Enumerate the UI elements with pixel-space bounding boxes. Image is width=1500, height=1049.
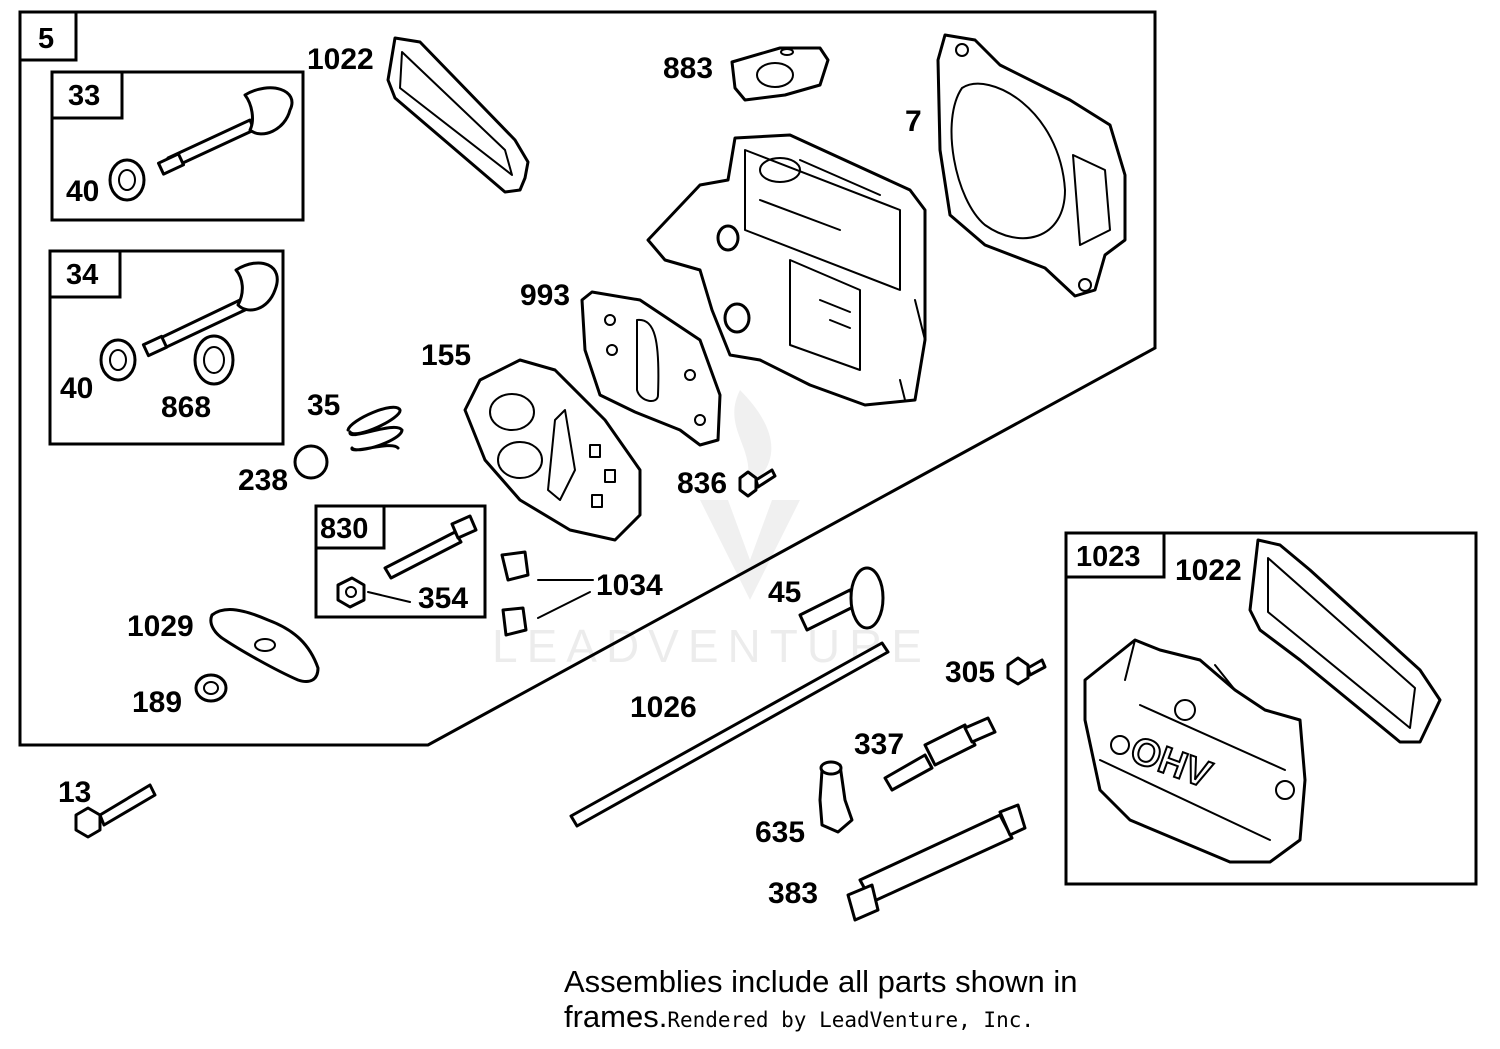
- push-rod-retainer-icon: [500, 550, 594, 637]
- frame-1023-label: 1023: [1076, 541, 1141, 573]
- valve-spring-icon: [346, 405, 404, 452]
- head-bolt-icon: [74, 783, 157, 839]
- callout-836: 836: [677, 467, 727, 500]
- frame-830: [314, 504, 487, 619]
- callout-305: 305: [945, 656, 995, 689]
- callout-883: 883: [663, 52, 713, 85]
- rocker-arm-nut-icon: [194, 673, 228, 703]
- callout-383: 383: [768, 877, 818, 910]
- callout-35: 35: [307, 389, 340, 422]
- callout-40: 40: [66, 175, 99, 208]
- callout-189: 189: [132, 686, 182, 719]
- spark-plug-boot-icon: [818, 760, 854, 834]
- callout-635: 635: [755, 816, 805, 849]
- callout-7: 7: [905, 105, 922, 138]
- frame-830-label: 830: [320, 513, 368, 545]
- footnote: Assemblies include all parts shown in fr…: [564, 964, 1184, 1038]
- callout-1034: 1034: [596, 569, 663, 602]
- valve-cap-icon: [293, 444, 329, 480]
- screw-icon: [738, 468, 777, 498]
- frame-1023: [1064, 531, 1478, 886]
- ignition-wire-icon: [846, 803, 1027, 922]
- footnote-text: Assemblies include all parts shown in fr…: [564, 964, 1078, 1034]
- callout-13: 13: [58, 776, 91, 809]
- push-rod-icon: [569, 641, 890, 828]
- frame-5: [18, 10, 1157, 747]
- callout-40: 40: [60, 372, 93, 405]
- cylinder-head-gasket-icon: [936, 33, 1127, 298]
- callout-238: 238: [238, 464, 288, 497]
- rocker-cover-gasket-icon: [386, 36, 530, 194]
- callout-155: 155: [421, 339, 471, 372]
- callout-868: 868: [161, 391, 211, 424]
- callout-354: 354: [418, 582, 468, 615]
- carburetor-gasket-icon: [730, 46, 830, 102]
- valve-seal-icon: [193, 334, 235, 386]
- callout-1022: 1022: [307, 43, 374, 76]
- tappet-icon: [798, 566, 885, 632]
- frame-34-label: 34: [66, 259, 98, 291]
- valve-cover-assembly-icon: OHV: [1083, 538, 1442, 864]
- frame-33: [50, 70, 305, 222]
- valve-cover-gasket-icon: [580, 290, 722, 447]
- rocker-nut-icon: [336, 576, 411, 609]
- callout-1029: 1029: [127, 610, 194, 643]
- frame-5-tag: [18, 10, 78, 62]
- rendered-by-credit: Rendered by LeadVenture, Inc.: [667, 1008, 1035, 1032]
- screw-icon: [1006, 656, 1047, 686]
- rocker-arm-icon: [209, 608, 320, 683]
- callout-1022: 1022: [1175, 554, 1242, 587]
- callout-337: 337: [854, 728, 904, 761]
- exhaust-valve-icon: [156, 86, 294, 176]
- rocker-stud-icon: [383, 514, 478, 580]
- spark-plug-icon: [883, 716, 997, 792]
- frame-5-label: 5: [38, 23, 54, 55]
- callout-45: 45: [768, 576, 801, 609]
- frame-34: [48, 249, 285, 446]
- cylinder-head-icon: [646, 133, 927, 407]
- callout-993: 993: [520, 279, 570, 312]
- valve-retainer-icon: [108, 158, 146, 202]
- valve-retainer-icon: [99, 338, 137, 382]
- frame-33-label: 33: [68, 80, 100, 112]
- callout-1026: 1026: [630, 691, 697, 724]
- intake-valve-icon: [141, 261, 279, 358]
- push-rod-guide-plate-icon: [463, 358, 642, 542]
